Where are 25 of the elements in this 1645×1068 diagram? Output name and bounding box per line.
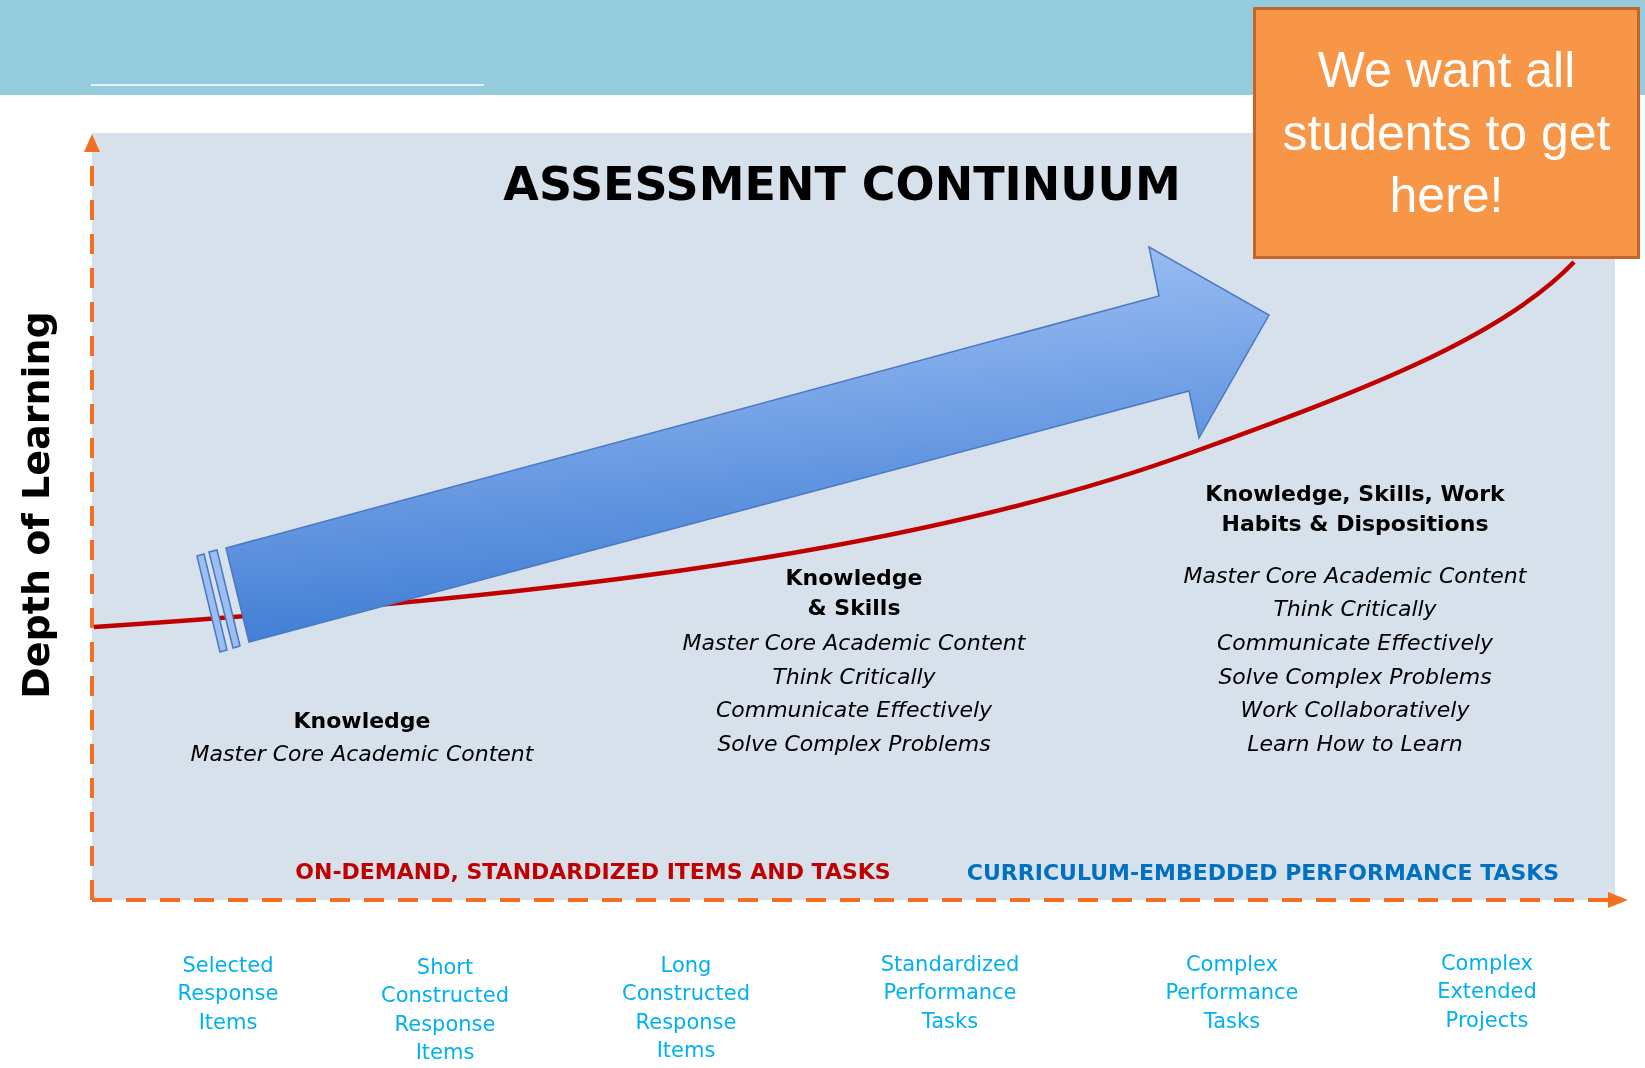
stage-heading: Knowledge & Skills	[784, 564, 924, 622]
axis-category: Short Constructed Response Items	[380, 954, 510, 1067]
axis-category: Complex Extended Projects	[1436, 950, 1538, 1035]
skill-text: Work Collaboratively	[1240, 696, 1470, 725]
band-label: ON-DEMAND, STANDARDIZED ITEMS AND TASKS	[295, 858, 891, 887]
axis-title: Depth of Learning	[13, 311, 60, 699]
stage-heading: Knowledge	[293, 707, 431, 736]
axis-category: Selected Response Items	[176, 952, 280, 1037]
callout-box: We want all students to get here!	[1253, 7, 1640, 259]
diagram-title: ASSESSMENT CONTINUUM	[503, 155, 1181, 213]
skill-text: Master Core Academic Content	[682, 629, 1026, 658]
skill-text: Solve Complex Problems	[717, 730, 991, 759]
skill-text: Master Core Academic Content	[1183, 562, 1527, 591]
stage-heading: Knowledge, Skills, Work Habits & Dispositions	[1204, 480, 1506, 538]
axis-category: Complex Performance Tasks	[1164, 951, 1300, 1036]
skill-text: Think Critically	[772, 663, 936, 692]
skill-text: Master Core Academic Content	[190, 740, 534, 769]
skill-text: Learn How to Learn	[1247, 730, 1463, 759]
skill-text: Communicate Effectively	[1216, 629, 1494, 658]
skill-text: Solve Complex Problems	[1218, 663, 1492, 692]
skill-text: Think Critically	[1273, 595, 1437, 624]
axis-category: Standardized Performance Tasks	[879, 951, 1021, 1036]
band-label: CURRICULUM-EMBEDDED PERFORMANCE TASKS	[966, 859, 1560, 888]
skill-text: Communicate Effectively	[715, 696, 993, 725]
axis-category: Long Constructed Response Items	[621, 952, 751, 1065]
